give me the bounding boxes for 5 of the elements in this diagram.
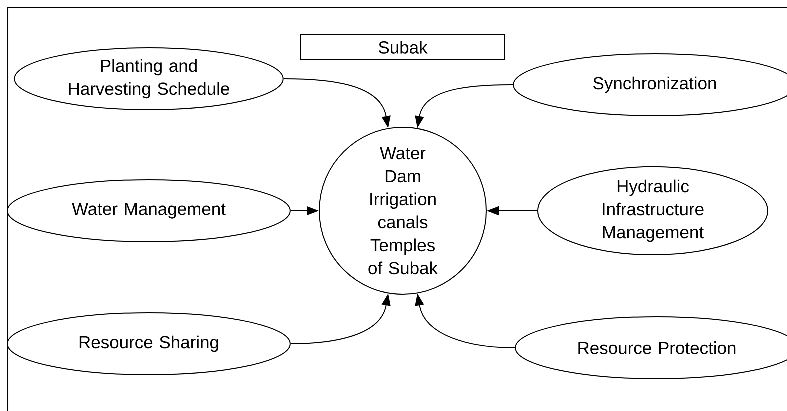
title-box: Subak: [300, 34, 506, 60]
ellipse-node: Planting and Harvesting Schedule: [14, 48, 284, 110]
ellipse-node: Hydraulic Infrastructure Management: [538, 166, 768, 256]
ellipse-node: Water Management: [7, 180, 291, 242]
ellipse-node: Resource Sharing: [7, 312, 291, 376]
